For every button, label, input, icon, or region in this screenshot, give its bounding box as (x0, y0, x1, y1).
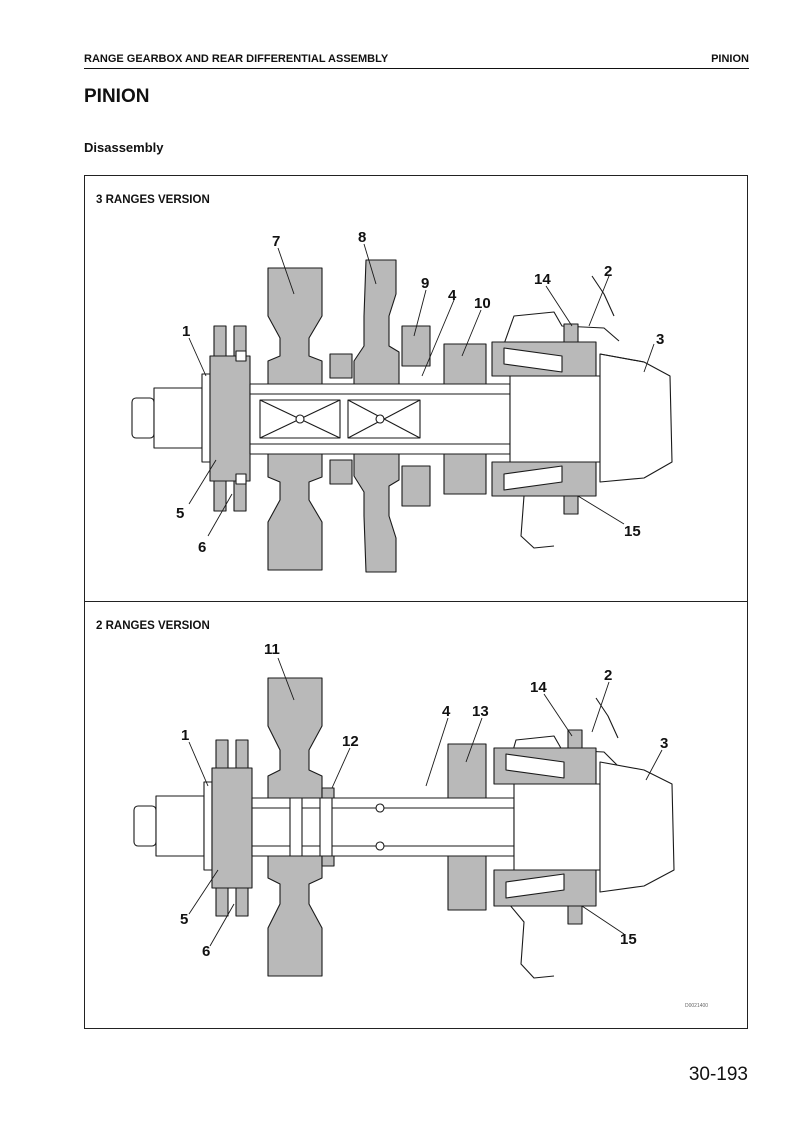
panel-label-3-ranges: 3 RANGES VERSION (96, 194, 210, 206)
page-title: PINION (84, 86, 150, 107)
callout-5: 5 (176, 505, 184, 522)
drawing-code: D0021400 (685, 1003, 709, 1009)
page-header: RANGE GEARBOX AND REAR DIFFERENTIAL ASSE… (84, 53, 749, 69)
callout-4: 4 (448, 287, 457, 304)
callout-7: 7 (272, 233, 280, 250)
callout-9: 9 (421, 275, 429, 292)
pinion-diagram-3-ranges: 1 2 3 4 5 6 7 8 9 10 14 15 (131, 229, 673, 573)
callout-5: 5 (180, 911, 188, 928)
callout-14: 14 (534, 271, 551, 288)
callout-1: 1 (182, 323, 190, 340)
figure-frame (84, 175, 748, 1029)
header-rule (84, 68, 749, 69)
header-section: RANGE GEARBOX AND REAR DIFFERENTIAL ASSE… (84, 53, 389, 65)
callout-15: 15 (620, 931, 637, 948)
callout-15: 15 (624, 523, 641, 540)
callout-1: 1 (181, 727, 189, 744)
callout-13: 13 (472, 703, 489, 720)
pinion-diagram-2-ranges: 1 2 3 4 5 6 11 12 13 14 15 (133, 641, 675, 979)
page-number: 30-193 (688, 1064, 748, 1085)
callout-3: 3 (660, 735, 668, 752)
figure-divider (84, 601, 748, 602)
callout-12: 12 (342, 733, 359, 750)
section-subtitle: Disassembly (84, 140, 164, 155)
callout-6: 6 (202, 943, 210, 960)
callout-14: 14 (530, 679, 547, 696)
callout-8: 8 (358, 229, 366, 246)
panel-label-2-ranges: 2 RANGES VERSION (96, 620, 210, 632)
callout-2: 2 (604, 263, 612, 280)
callout-3: 3 (656, 331, 664, 348)
callout-10: 10 (474, 295, 491, 312)
callout-4: 4 (442, 703, 451, 720)
callout-6: 6 (198, 539, 206, 556)
callout-11: 11 (264, 641, 280, 658)
callout-2: 2 (604, 667, 612, 684)
header-topic: PINION (711, 53, 749, 65)
